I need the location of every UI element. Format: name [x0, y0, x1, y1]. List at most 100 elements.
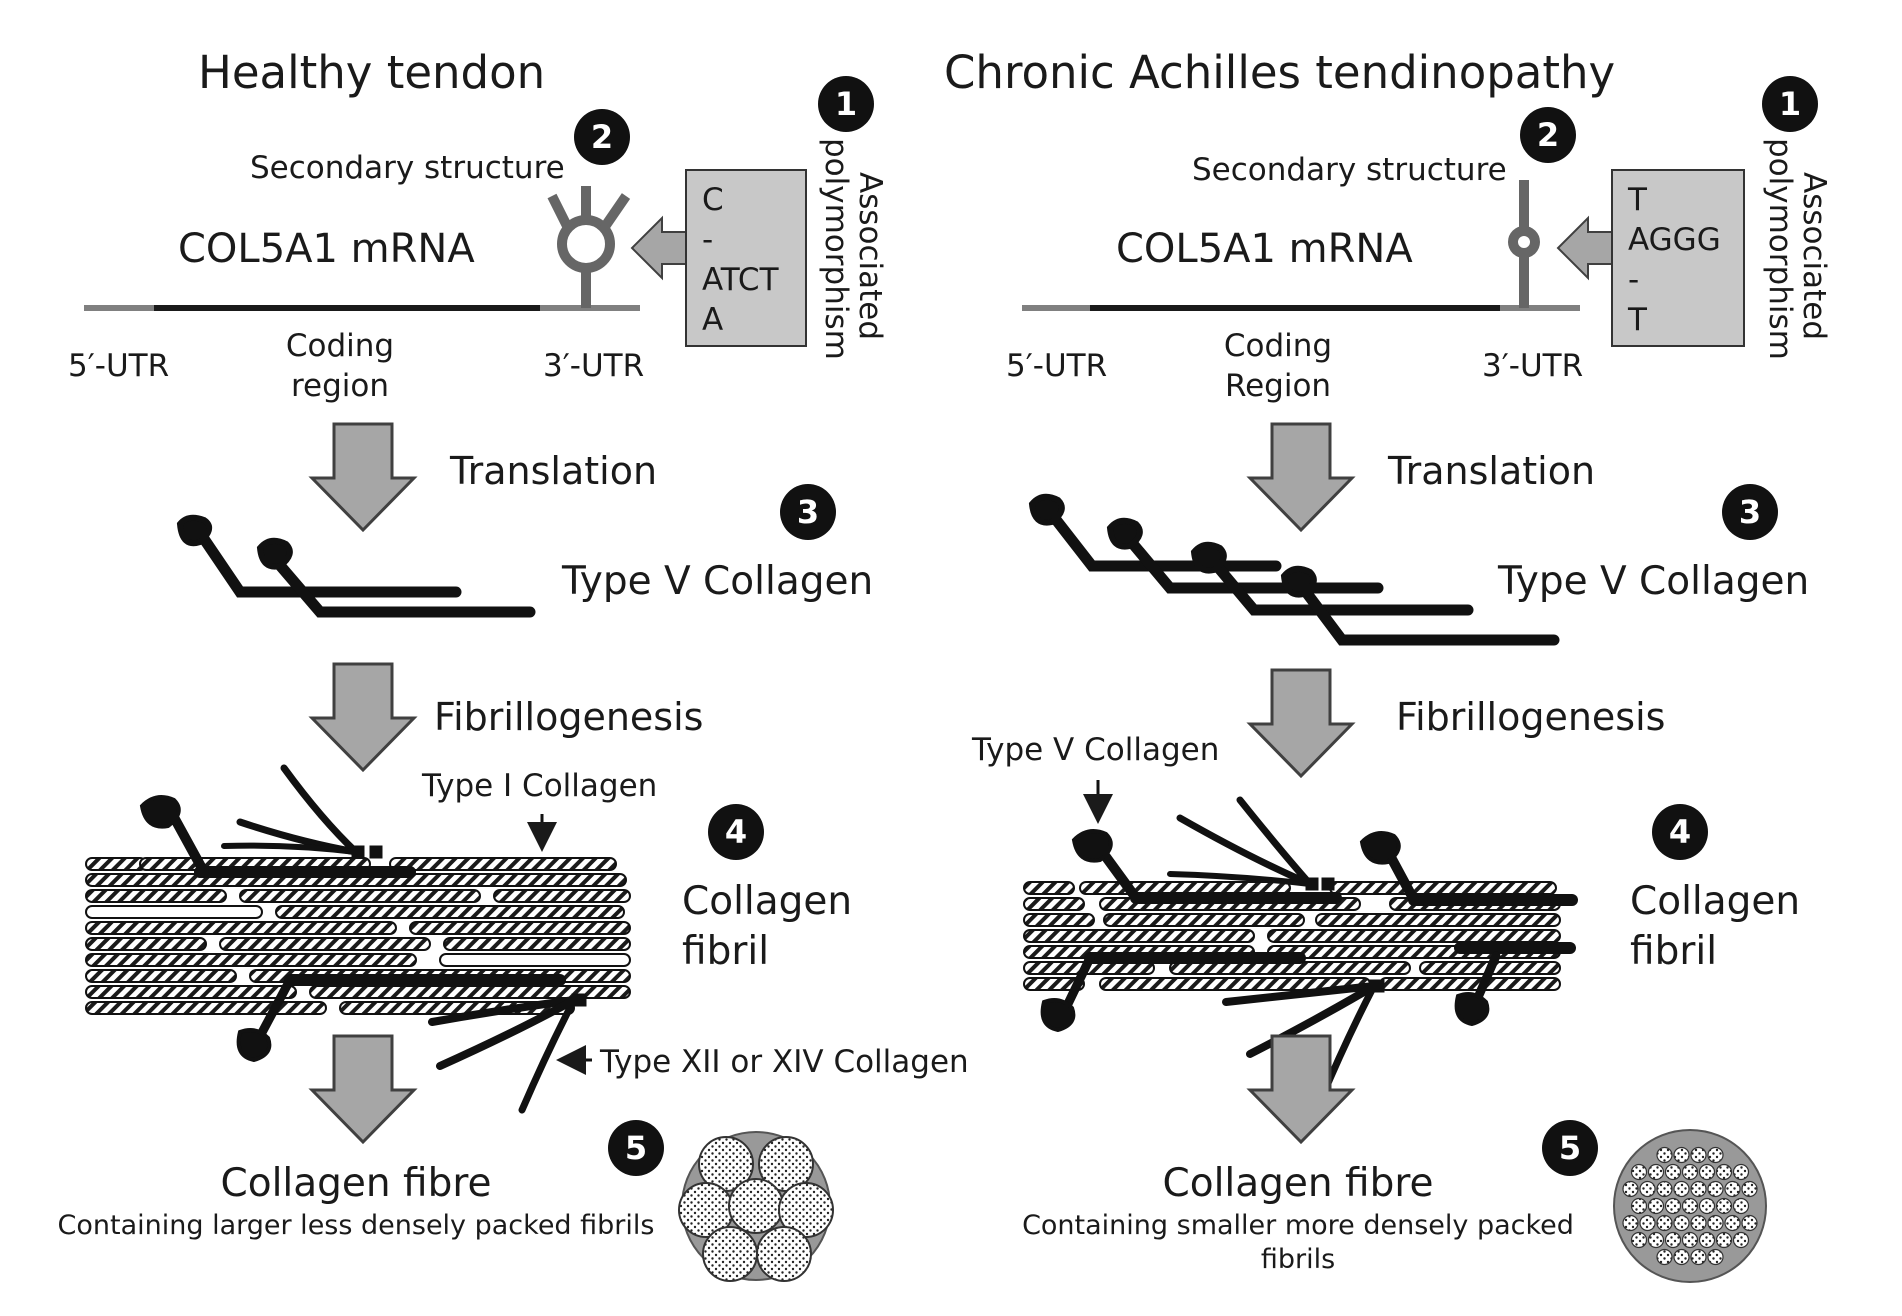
- polymorphism-label-line1: Associated: [852, 172, 888, 340]
- svg-text:-: -: [1628, 262, 1639, 298]
- small-fibril: [1656, 1248, 1673, 1266]
- small-fibril: [1630, 1231, 1648, 1249]
- polymorphism-label-line1: Associated: [1796, 172, 1832, 340]
- fibrillogenesis-arrow: [1246, 668, 1356, 779]
- small-fibril: [1656, 1146, 1673, 1164]
- small-fibril: [1715, 1197, 1733, 1215]
- polymorphism-arrow: [630, 215, 687, 281]
- collagen-fibril-label-line1: Collagen: [682, 879, 852, 924]
- step-badge-3: 3: [780, 484, 836, 540]
- small-fibril: [1639, 1214, 1656, 1232]
- panel-healthy: Healthy tendon 1 2 Secondary structure C…: [58, 46, 969, 1282]
- step-badge-5: 5: [608, 1120, 664, 1176]
- svg-text:5: 5: [625, 1129, 647, 1167]
- fibrillogenesis-label: Fibrillogenesis: [434, 695, 703, 739]
- fibre-description-line2: fibrils: [1261, 1244, 1335, 1275]
- step-badge-2: 2: [574, 109, 630, 165]
- type-xii-collagen-label: Type XII or XIV Collagen: [599, 1044, 969, 1080]
- small-fibril: [1732, 1231, 1750, 1249]
- step-badge-1: 1: [818, 76, 874, 132]
- panel-title: Chronic Achilles tendinopathy: [944, 46, 1615, 99]
- small-fibril: [1732, 1197, 1750, 1215]
- fibre-arrow: [308, 1034, 418, 1145]
- type-v-collagen-molecules: [176, 514, 536, 618]
- svg-text:A: A: [702, 302, 723, 338]
- small-fibril: [1707, 1248, 1724, 1266]
- small-fibril: [1681, 1197, 1699, 1215]
- fibre-description-line1: Containing larger less densely packed fi…: [58, 1210, 655, 1241]
- small-fibril: [1622, 1180, 1639, 1198]
- small-fibril: [1630, 1197, 1648, 1215]
- small-fibril: [1647, 1231, 1665, 1249]
- fibre-arrow: [1246, 1034, 1356, 1145]
- small-fibril: [1690, 1146, 1707, 1164]
- collagen-fibril-label-line1: Collagen: [1630, 879, 1800, 924]
- sequence-box: T AGGG - T: [1611, 169, 1745, 347]
- translation-label: Translation: [1387, 449, 1595, 493]
- translation-label: Translation: [449, 449, 657, 493]
- utr3-label: 3′-UTR: [543, 348, 644, 384]
- step-badge-1: 1: [1762, 76, 1818, 132]
- fibrillogenesis-label: Fibrillogenesis: [1396, 695, 1665, 739]
- type-v-collagen-label: Type V Collagen: [1497, 559, 1809, 604]
- translation-arrow: [308, 422, 418, 533]
- mrna-label: COL5A1 mRNA: [1116, 226, 1413, 272]
- collagen-fibre-label: Collagen fibre: [1162, 1161, 1433, 1206]
- polymorphism-label-line2: polymorphism: [818, 138, 854, 360]
- fibrillogenesis-arrow: [308, 662, 418, 773]
- small-fibril: [1707, 1214, 1724, 1232]
- type-v-collagen-label: Type V Collagen: [561, 559, 873, 604]
- fibre-cross-section-small: [1613, 1129, 1767, 1283]
- small-fibril: [1664, 1231, 1682, 1249]
- step-badge-4: 4: [1652, 804, 1708, 860]
- translation-arrow: [1246, 422, 1356, 533]
- type-i-collagen-label: Type I Collagen: [421, 768, 657, 804]
- stem-loop-structure: [547, 186, 631, 308]
- step-badge-4: 4: [708, 804, 764, 860]
- coding-label-line2: Region: [1225, 368, 1331, 404]
- svg-text:2: 2: [1537, 116, 1559, 154]
- svg-text:4: 4: [1669, 813, 1691, 851]
- utr5-label: 5′-UTR: [68, 348, 169, 384]
- small-fibril: [1732, 1163, 1750, 1181]
- fibre-cross-section-large: [678, 1131, 834, 1282]
- fibril-associated-collagens: [139, 764, 587, 1114]
- utr3-label: 3′-UTR: [1482, 348, 1583, 384]
- mrna-label: COL5A1 mRNA: [178, 226, 475, 272]
- small-fibril: [1707, 1146, 1724, 1164]
- small-fibril: [1707, 1180, 1724, 1198]
- step-badge-2: 2: [1520, 107, 1576, 163]
- svg-text:1: 1: [1779, 85, 1801, 123]
- fibre-description-line1: Containing smaller more densely packed: [1022, 1210, 1574, 1241]
- collagen-fibre-label: Collagen fibre: [220, 1161, 491, 1206]
- small-fibril: [1630, 1163, 1648, 1181]
- fibril-associated-collagens: [1040, 796, 1578, 1106]
- small-fibril: [1673, 1180, 1690, 1198]
- small-fibril: [1715, 1231, 1733, 1249]
- step-badge-3: 3: [1722, 484, 1778, 540]
- svg-text:2: 2: [591, 118, 613, 156]
- svg-text:3: 3: [797, 493, 819, 531]
- svg-text:3: 3: [1739, 493, 1761, 531]
- svg-text:1: 1: [835, 85, 857, 123]
- svg-text:5: 5: [1559, 1129, 1581, 1167]
- small-fibril: [1690, 1214, 1707, 1232]
- small-fibril: [1673, 1248, 1690, 1266]
- small-fibril: [1673, 1146, 1690, 1164]
- collagen-fibril-bundle: [85, 857, 631, 1015]
- small-fibril: [1639, 1180, 1656, 1198]
- stem-loop-structure: [1508, 180, 1540, 308]
- small-fibril: [1698, 1231, 1716, 1249]
- small-fibril: [1741, 1180, 1758, 1198]
- svg-text:AGGG: AGGG: [1628, 222, 1721, 258]
- coding-label-line1: Coding: [286, 328, 394, 364]
- panel-title: Healthy tendon: [198, 46, 545, 99]
- polymorphism-arrow: [1556, 215, 1613, 281]
- svg-text:-: -: [702, 222, 713, 258]
- secondary-structure-label: Secondary structure: [1192, 152, 1507, 188]
- coding-label-line1: Coding: [1224, 328, 1332, 364]
- svg-text:T: T: [1627, 302, 1648, 338]
- type-v-collagen-molecules: [1028, 493, 1560, 646]
- small-fibril: [1724, 1214, 1741, 1232]
- small-fibril: [1656, 1214, 1673, 1232]
